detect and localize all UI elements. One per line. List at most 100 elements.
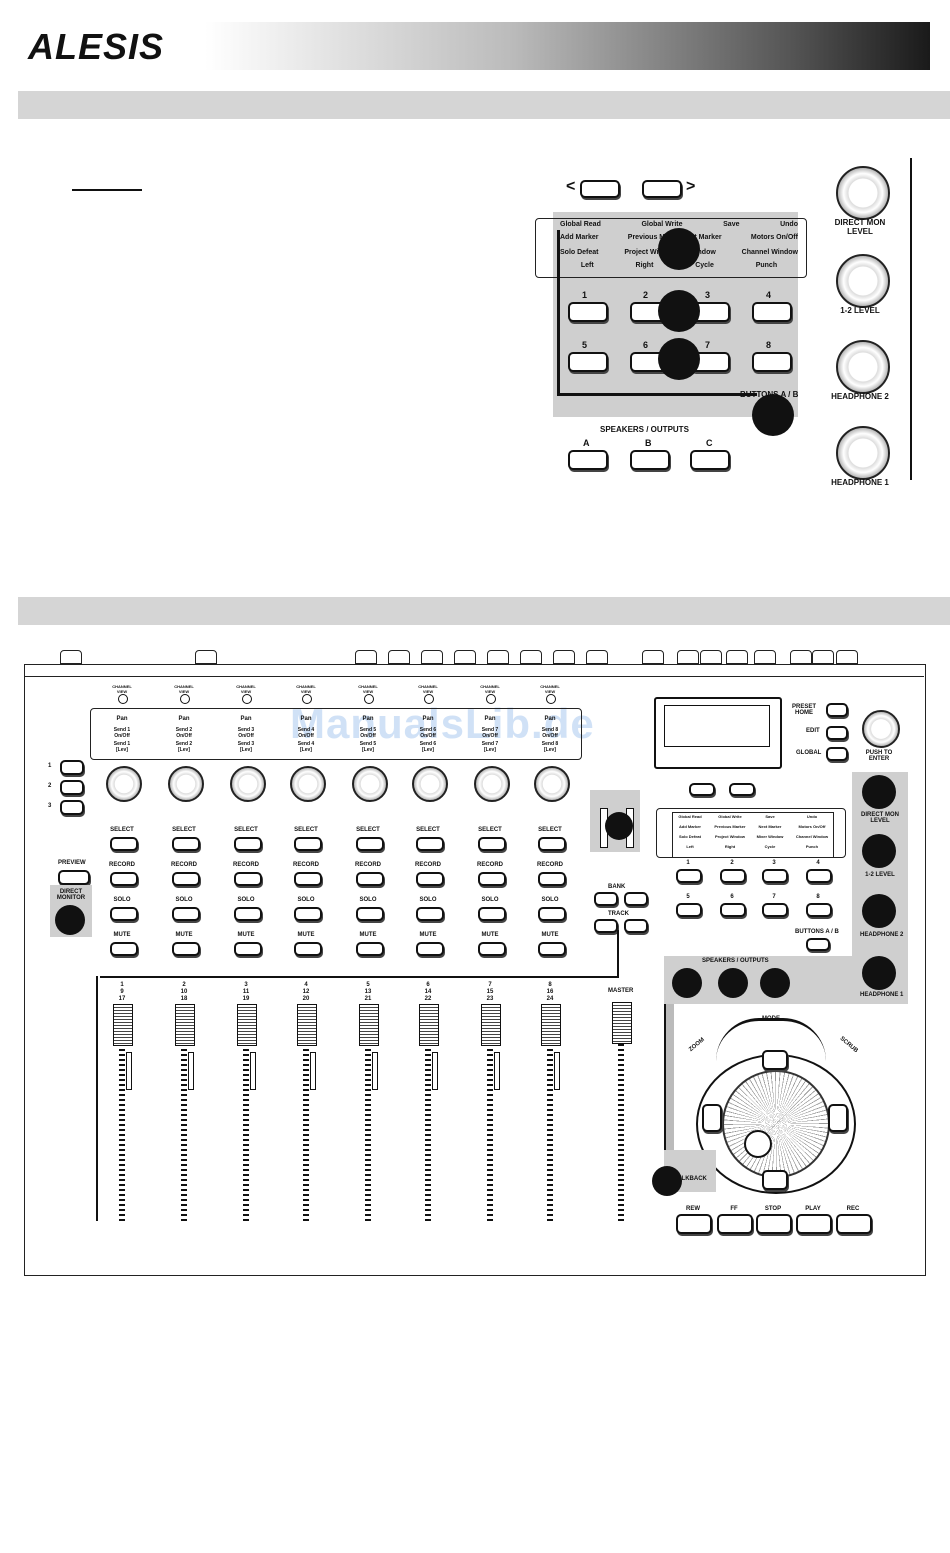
stop-button[interactable] xyxy=(756,1214,792,1234)
speaker-b-button[interactable] xyxy=(630,450,670,470)
channel-knob-3[interactable] xyxy=(230,766,266,802)
channel-knob-5[interactable] xyxy=(352,766,388,802)
headphone-1-knob[interactable] xyxy=(836,426,890,480)
channel-view-icon xyxy=(180,694,190,704)
ff-button[interactable] xyxy=(717,1214,753,1234)
jog-down-button[interactable] xyxy=(762,1170,788,1190)
mini-button-2[interactable] xyxy=(720,869,746,883)
fader-cap-8[interactable] xyxy=(541,1004,561,1046)
jog-left-button[interactable] xyxy=(702,1104,722,1132)
jog-right-button[interactable] xyxy=(828,1104,848,1132)
fader-cap-1[interactable] xyxy=(113,1004,133,1046)
mute-button-8[interactable] xyxy=(538,942,566,956)
track-right-button[interactable] xyxy=(624,919,648,933)
select-button-4[interactable] xyxy=(294,837,322,851)
mute-button-5[interactable] xyxy=(356,942,384,956)
headphone-2-knob[interactable] xyxy=(836,340,890,394)
channel-knob-8[interactable] xyxy=(534,766,570,802)
mini-buttons-ab-button[interactable] xyxy=(806,938,830,951)
global-button[interactable] xyxy=(826,747,848,761)
level-1-2-knob[interactable] xyxy=(836,254,890,308)
fader-cap-6[interactable] xyxy=(419,1004,439,1046)
solo-button-3[interactable] xyxy=(234,907,262,921)
fader-cap-5[interactable] xyxy=(359,1004,379,1046)
mini-button-5[interactable] xyxy=(676,903,702,917)
select-button-3[interactable] xyxy=(234,837,262,851)
edit-button[interactable] xyxy=(826,726,848,740)
button-1[interactable] xyxy=(568,302,608,322)
data-encoder-knob[interactable] xyxy=(862,710,900,748)
direct-mon-level-knob[interactable] xyxy=(836,166,890,220)
mini-nav-right-button[interactable] xyxy=(729,783,755,796)
nav-left-button[interactable] xyxy=(580,180,620,198)
mini-button-7[interactable] xyxy=(762,903,788,917)
rec-button[interactable] xyxy=(836,1214,872,1234)
record-button-4[interactable] xyxy=(294,872,322,886)
fader-cap-3[interactable] xyxy=(237,1004,257,1046)
solo-button-1[interactable] xyxy=(110,907,138,921)
record-button-5[interactable] xyxy=(356,872,384,886)
channel-knob-2[interactable] xyxy=(168,766,204,802)
speaker-c-button[interactable] xyxy=(690,450,730,470)
record-button-1[interactable] xyxy=(110,872,138,886)
channel-knob-7[interactable] xyxy=(474,766,510,802)
mini-button-4[interactable] xyxy=(806,869,832,883)
select-button-1[interactable] xyxy=(110,837,138,851)
channel-knob-6[interactable] xyxy=(412,766,448,802)
preset-home-button[interactable] xyxy=(826,703,848,717)
mini-button-8[interactable] xyxy=(806,903,832,917)
select-button-2[interactable] xyxy=(172,837,200,851)
record-button-3[interactable] xyxy=(234,872,262,886)
bank-right-button[interactable] xyxy=(624,892,648,906)
master-fader-cap[interactable] xyxy=(612,1002,632,1044)
button-5[interactable] xyxy=(568,352,608,372)
mute-button-6[interactable] xyxy=(416,942,444,956)
button-4[interactable] xyxy=(752,302,792,322)
speaker-a-button[interactable] xyxy=(568,450,608,470)
mute-button-3[interactable] xyxy=(234,942,262,956)
record-button-7[interactable] xyxy=(478,872,506,886)
rew-button[interactable] xyxy=(676,1214,712,1234)
solo-button-8[interactable] xyxy=(538,907,566,921)
mini-button-3[interactable] xyxy=(762,869,788,883)
nav-right-button[interactable] xyxy=(642,180,682,198)
solo-button-2[interactable] xyxy=(172,907,200,921)
jog-up-button[interactable] xyxy=(762,1050,788,1070)
solo-button-7[interactable] xyxy=(478,907,506,921)
num-5: 5 xyxy=(582,340,588,350)
select-button-7[interactable] xyxy=(478,837,506,851)
fader-cap-2[interactable] xyxy=(175,1004,195,1046)
button-8[interactable] xyxy=(752,352,792,372)
mute-button-7[interactable] xyxy=(478,942,506,956)
track-left-button[interactable] xyxy=(594,919,618,933)
mute-button-2[interactable] xyxy=(172,942,200,956)
select-button-6[interactable] xyxy=(416,837,444,851)
record-button-6[interactable] xyxy=(416,872,444,886)
channel-knob-1[interactable] xyxy=(106,766,142,802)
record-button-2[interactable] xyxy=(172,872,200,886)
mini-nav-left-button[interactable] xyxy=(689,783,715,796)
jog-wheel[interactable] xyxy=(722,1070,830,1178)
channel-knob-4[interactable] xyxy=(290,766,326,802)
fader-cap-4[interactable] xyxy=(297,1004,317,1046)
mini-button-6[interactable] xyxy=(720,903,746,917)
mini-button-1[interactable] xyxy=(676,869,702,883)
play-button[interactable] xyxy=(796,1214,832,1234)
bank-left-button[interactable] xyxy=(594,892,618,906)
record-button-8[interactable] xyxy=(538,872,566,886)
fader-cap-7[interactable] xyxy=(481,1004,501,1046)
preview-button[interactable] xyxy=(58,870,90,885)
left-button-3[interactable] xyxy=(60,800,84,815)
left-button-1[interactable] xyxy=(60,760,84,775)
rear-jack xyxy=(790,650,812,664)
select-button-5[interactable] xyxy=(356,837,384,851)
solo-button-4[interactable] xyxy=(294,907,322,921)
select-button-8[interactable] xyxy=(538,837,566,851)
record-label: RECORD xyxy=(476,862,503,868)
solo-button-5[interactable] xyxy=(356,907,384,921)
left-button-2[interactable] xyxy=(60,780,84,795)
mute-button-1[interactable] xyxy=(110,942,138,956)
mute-button-4[interactable] xyxy=(294,942,322,956)
solo-button-6[interactable] xyxy=(416,907,444,921)
channel-view-icon xyxy=(242,694,252,704)
